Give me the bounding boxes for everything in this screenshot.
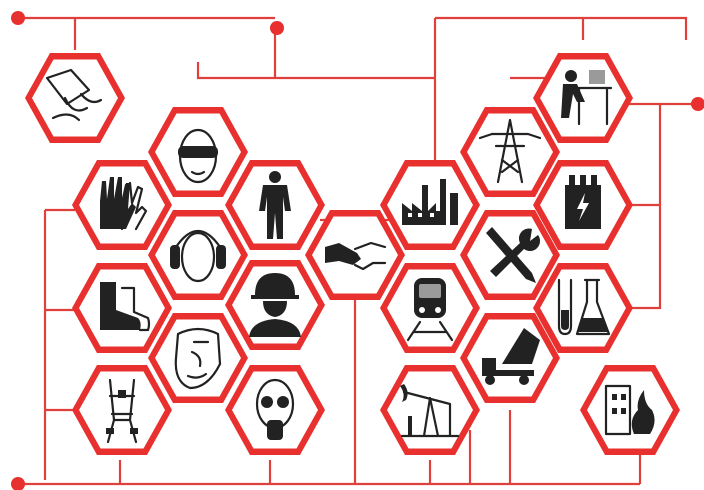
gas-mask-icon <box>255 378 295 440</box>
hex-laboratory-flask <box>533 263 633 353</box>
hard-hat-icon <box>249 273 301 337</box>
hex-burning-building <box>580 365 680 455</box>
protective-suit-icon <box>259 171 291 239</box>
endpoint-dot-top-left <box>11 11 25 25</box>
hex-safety-harness <box>72 365 172 455</box>
tying-hands-icon <box>45 68 103 122</box>
safety-glasses-icon <box>178 128 218 184</box>
hex-protective-gloves <box>72 160 172 250</box>
face-shield-icon <box>174 327 222 390</box>
safety-boots-icon <box>100 282 151 332</box>
hex-hard-hat <box>225 260 325 350</box>
endpoint-dots <box>11 11 704 490</box>
hex-oil-pump-jack <box>380 365 480 455</box>
hex-handshake <box>305 210 405 300</box>
hex-power-transmission-tower <box>460 107 560 197</box>
hex-factory <box>380 160 480 250</box>
endpoint-dot-bottom-left <box>11 477 25 490</box>
laboratory-flask-icon <box>557 278 611 336</box>
hex-safety-boots <box>72 263 172 353</box>
burning-building-icon <box>604 384 655 436</box>
hex-tying-hands <box>25 53 125 143</box>
hex-face-shield <box>148 313 248 403</box>
hex-protective-suit <box>225 160 325 250</box>
hex-electrical-transformer <box>533 160 633 250</box>
endpoint-dot-top-center <box>270 21 284 35</box>
hex-train <box>380 263 480 353</box>
dump-truck-icon <box>482 328 540 385</box>
oil-pump-jack-icon <box>400 384 460 438</box>
hex-computer-workstation <box>533 53 633 143</box>
computer-workstation-icon <box>561 70 613 126</box>
electrical-transformer-icon <box>565 175 601 229</box>
tools-wrench-screwdriver-icon <box>486 227 540 283</box>
hex-tools <box>460 210 560 300</box>
hearing-protection-icon <box>170 230 226 283</box>
train-icon <box>406 278 454 342</box>
hex-hearing-protection <box>148 210 248 300</box>
power-transmission-tower-icon <box>478 118 542 184</box>
endpoint-dot-right <box>691 97 704 111</box>
handshake-icon <box>325 241 387 271</box>
safety-harness-icon <box>106 378 138 444</box>
hex-safety-glasses <box>148 107 248 197</box>
protective-gloves-icon <box>100 177 148 231</box>
factory-icon <box>402 179 458 225</box>
hex-dump-truck <box>460 313 560 403</box>
hex-gas-mask <box>225 365 325 455</box>
